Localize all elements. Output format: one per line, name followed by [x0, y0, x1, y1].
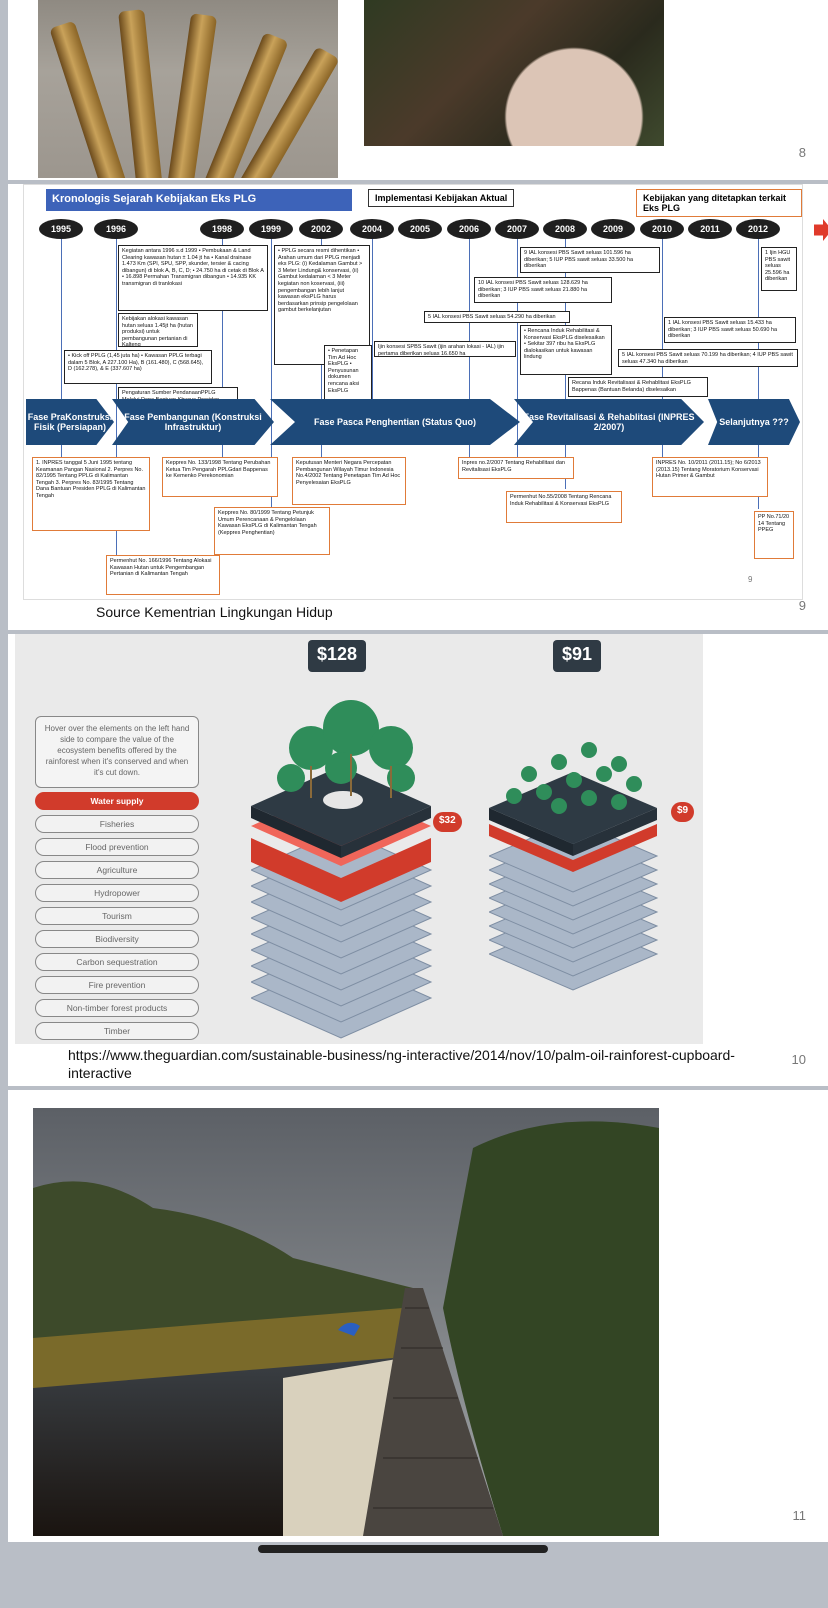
conserved-value-badge: $128 [308, 640, 367, 672]
year-badge: 2011 [688, 219, 732, 239]
instruction-text: Hover over the elements on the left hand… [35, 716, 199, 788]
slide-number: 10 [791, 1052, 806, 1067]
source-url[interactable]: https://www.theguardian.com/sustainable-… [68, 1047, 735, 1081]
phase-arrow: Fase Pembangunan (Konstruksi Infrastrukt… [112, 399, 274, 445]
phase-arrow: Fase PraKonstruksi Fisik (Persiapan) [26, 399, 114, 445]
year-badge: 2010 [640, 219, 684, 239]
slide-10: $128 $91 Hover over the elements on the … [8, 634, 828, 1086]
timeline-note: • Kick off PPLG (1,45 juta ha) • Kawasan… [64, 350, 212, 384]
phase-arrow: Fase Revitalisasi & Rehablitasi (INPRES … [514, 399, 704, 445]
benefit-agriculture[interactable]: Agriculture [35, 861, 199, 879]
timeline-note: Ijin konsesi SPBS Sawit (ijin arahan lok… [374, 341, 516, 357]
timeline-note: 10 IAL konsesi PBS Sawit seluas 128.629 … [474, 277, 612, 303]
benefit-fisheries[interactable]: Fisheries [35, 815, 199, 833]
benefit-biodiversity[interactable]: Biodiversity [35, 930, 199, 948]
year-badge: 1998 [200, 219, 244, 239]
timeline-title: Kronologis Sejarah Kebijakan Eks PLG [46, 189, 352, 211]
policy-box: Permenhut No.55/2008 Tentang Rencana Ind… [506, 491, 622, 523]
benefit-carbon-sequestration[interactable]: Carbon sequestration [35, 953, 199, 971]
timeline-note: Recana Induk Revitalisasi & Rehablitasi … [568, 377, 708, 397]
peat-swamp-boardwalk-photo [33, 1108, 659, 1536]
timeline-note: 1 Ijin HGU PBS sawit seluas 25.596 ha di… [761, 247, 797, 291]
phase-arrow: Fase Pasca Penghentian (Status Quo) [270, 399, 520, 445]
slide-number: 9 [798, 598, 806, 613]
year-badge: 2009 [591, 219, 635, 239]
year-badge: 2006 [447, 219, 491, 239]
timeline-figure: Kronologis Sejarah Kebijakan Eks PLG Imp… [23, 184, 828, 600]
timeline-note: • PPLG secara resmi dihentikan • Arahan … [274, 245, 370, 365]
peat-soil-photo [364, 0, 664, 146]
source-caption: Source Kementrian Lingkungan Hidup [96, 604, 333, 620]
timeline-note: 1 IAL konsesi PBS Sawit seluas 15.433 ha… [664, 317, 796, 343]
year-badge: 2002 [299, 219, 343, 239]
cutdown-value-badge: $91 [553, 640, 602, 672]
timeline-note: Kegiatan antara 1996 s.d 1999 • Pembukaa… [118, 245, 268, 311]
timeline-arrow-icon [814, 219, 828, 241]
year-badge: 1996 [94, 219, 138, 239]
timeline-note: • Penetapan Tim Ad Hoc EksPLG • Penyusun… [324, 345, 372, 401]
legend-policy: Kebijakan yang ditetapkan terkait Eks PL… [636, 189, 802, 217]
benefit-timber[interactable]: Timber [35, 1022, 199, 1040]
phase-arrow: Selanjutnya ??? [708, 399, 800, 445]
ecosystem-interactive: $128 $91 Hover over the elements on the … [15, 634, 703, 1044]
benefit-water-supply[interactable]: Water supply [35, 792, 199, 810]
year-badge: 2005 [398, 219, 442, 239]
benefit-non-timber-products[interactable]: Non-timber forest products [35, 999, 199, 1017]
year-badge: 2007 [495, 219, 539, 239]
year-badge: 2008 [543, 219, 587, 239]
policy-box: Inpres no.2/2007 Tentang Rehabilitasi da… [458, 457, 574, 479]
policy-box: 1. INPRES tanggal 5 Juni 1995 tentang Ke… [32, 457, 150, 531]
benefit-hydropower[interactable]: Hydropower [35, 884, 199, 902]
benefit-fire-prevention[interactable]: Fire prevention [35, 976, 199, 994]
slide-9: Kronologis Sejarah Kebijakan Eks PLG Imp… [8, 184, 828, 630]
wood-sticks-photo [38, 0, 338, 178]
timeline-note: 9 IAL konsesi PBS Sawit seluas 101.596 h… [520, 247, 660, 273]
legend-actual: Implementasi Kebijakan Aktual [368, 189, 515, 207]
inner-page-number: 9 [748, 575, 753, 584]
year-badge: 2012 [736, 219, 780, 239]
slide-number: 8 [798, 145, 806, 160]
policy-box: Keppres No. 80/1999 Tentang Petunjuk Umu… [214, 507, 330, 555]
year-badge: 1995 [39, 219, 83, 239]
policy-box: INPRES No. 10/2011 (2011.15); No 6/2013 … [652, 457, 768, 497]
benefit-flood-prevention[interactable]: Flood prevention [35, 838, 199, 856]
timeline-note: 5 IAL konsesi PBS Sawit seluas 54.290 ha… [424, 311, 570, 323]
slide-11: 11 [8, 1090, 828, 1542]
policy-box: Keputusan Menteri Negara Percepatan Pemb… [292, 457, 406, 505]
policy-box: Keppres No. 133/1998 Tentang Perubahan K… [162, 457, 278, 497]
timeline-note: Kebijakan alokasi kawasan hutan seluas 1… [118, 313, 198, 347]
policy-box: PP No.71/20 14 Tentang PPEG [754, 511, 794, 559]
year-badge: 1999 [249, 219, 293, 239]
palm-plantation-stack-icon [489, 742, 659, 991]
slide-8: 8 [8, 0, 828, 180]
cutdown-benefit-tag: $9 [671, 802, 695, 822]
timeline-note: 5 IAL konsesi PBS Sawit seluas 70.199 ha… [618, 349, 798, 367]
year-badge: 2004 [350, 219, 394, 239]
timeline-note: • Rencana Induk Rehabilitasi & Konservas… [520, 325, 612, 375]
conserved-benefit-tag: $32 [433, 812, 462, 832]
slide-number: 11 [792, 1508, 807, 1523]
policy-box: Permenhut No. 166/1996 Tentang Alokasi K… [106, 555, 220, 595]
rainforest-stack-icon [251, 700, 433, 1039]
home-indicator[interactable] [258, 1545, 548, 1553]
benefit-tourism[interactable]: Tourism [35, 907, 199, 925]
